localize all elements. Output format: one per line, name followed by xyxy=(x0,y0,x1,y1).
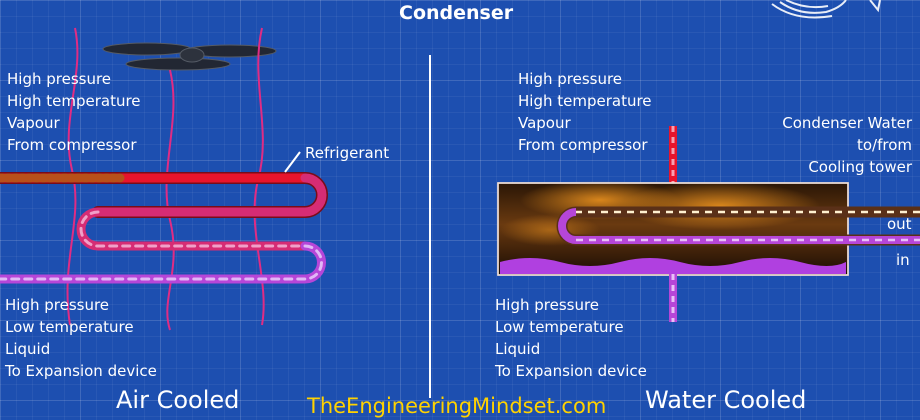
air-outlet-label: High pressure Low temperature Liquid To … xyxy=(5,296,157,380)
air-cooled-caption: Air Cooled xyxy=(116,386,240,414)
water-out-label: out xyxy=(887,215,912,233)
condenser-shell xyxy=(497,180,849,276)
page-title: Condenser xyxy=(399,2,514,24)
water-coil xyxy=(556,206,920,246)
water-cooled-caption: Water Cooled xyxy=(645,386,807,414)
refrigerant-label: Refrigerant xyxy=(305,144,390,162)
fan-icon xyxy=(102,42,277,71)
sketch-decoration xyxy=(771,0,881,19)
water-inlet-label: High pressure High temperature Vapour Fr… xyxy=(518,70,652,154)
air-inlet-label: High pressure High temperature Vapour Fr… xyxy=(7,70,141,154)
water-outlet-label: High pressure Low temperature Liquid To … xyxy=(495,296,647,380)
water-in-label: in xyxy=(896,251,910,269)
condenser-water-label: Condenser Water to/from Cooling tower xyxy=(782,114,912,176)
website-credit: TheEngineeringMindset.com xyxy=(307,394,607,418)
air-cooled-coil xyxy=(0,172,328,284)
refrigerant-pointer xyxy=(284,151,301,173)
